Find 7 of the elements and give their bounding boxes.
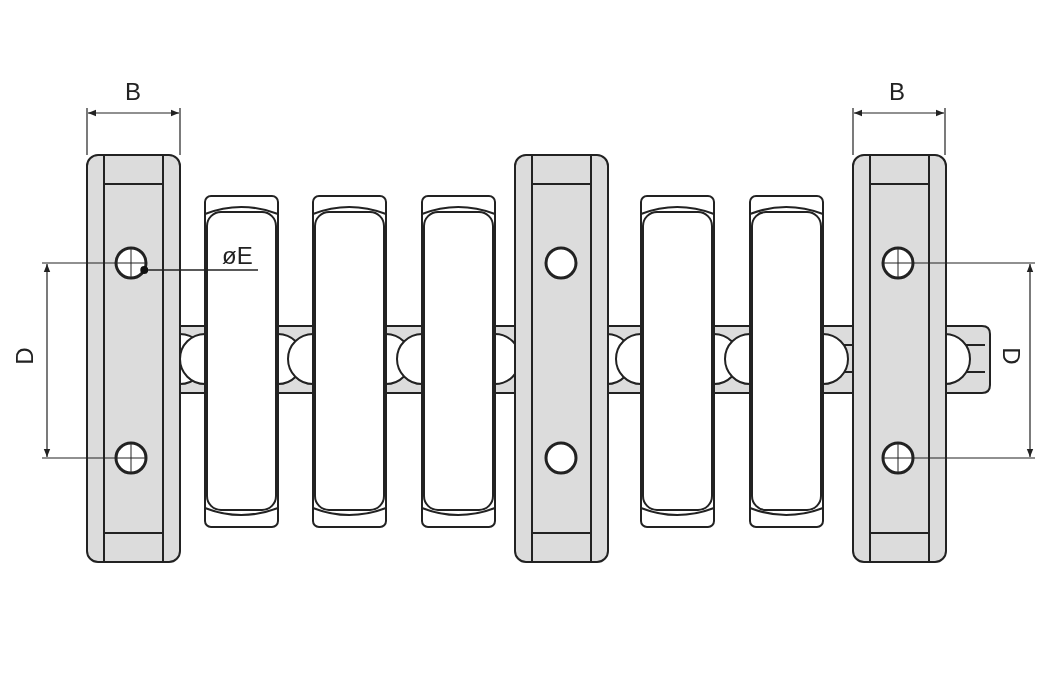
- diameter-label: øE: [222, 242, 253, 270]
- dimension-label: D: [997, 346, 1025, 367]
- leader-line: [140, 266, 259, 274]
- mounting-hole: [114, 246, 148, 280]
- dimension-label: B: [124, 78, 142, 106]
- dimension-label: B: [888, 78, 906, 106]
- dimension-label: D: [11, 346, 39, 367]
